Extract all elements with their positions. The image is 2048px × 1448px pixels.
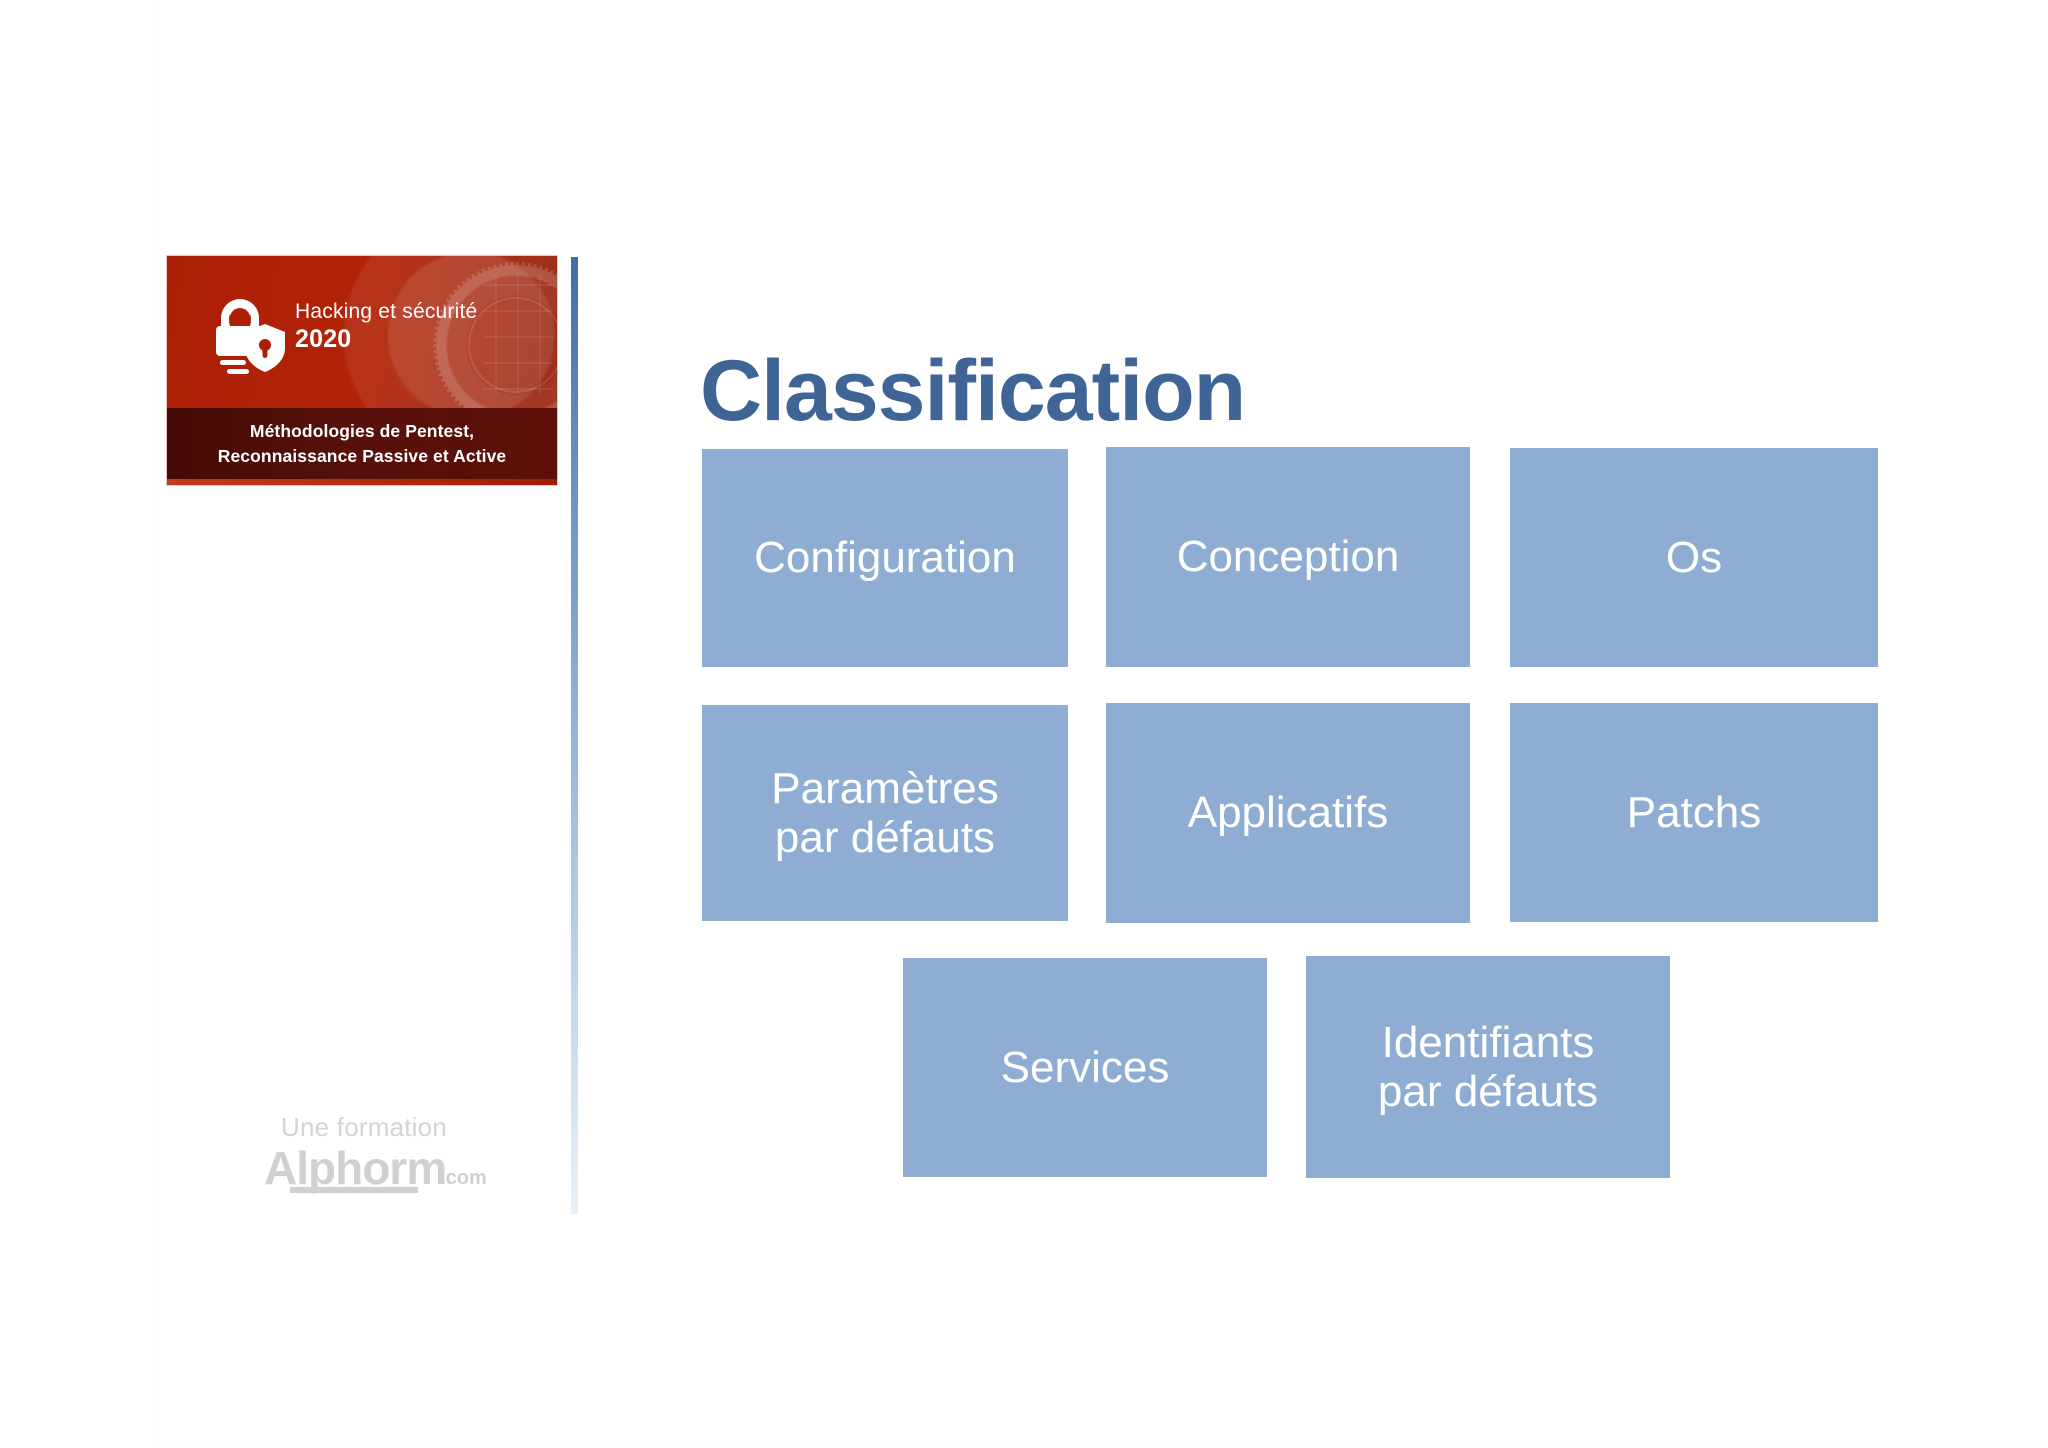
diagram-box-services[interactable]: Services [903, 958, 1267, 1177]
course-title-line-2: Reconnaissance Passive et Active [217, 445, 507, 466]
diagram-box-applicatifs[interactable]: Applicatifs [1106, 703, 1470, 923]
course-badge-brand: Hacking et sécurité 2020 [295, 300, 477, 354]
circuit-traces-decoration [483, 274, 553, 394]
alphorm-dotcom: .com [440, 1167, 487, 1189]
diagram-box-identifiants-par-defauts[interactable]: Identifiants par défauts [1306, 956, 1670, 1178]
page-edge-left [158, 0, 159, 1448]
course-badge: Hacking et sécurité 2020 Méthodologies d… [167, 256, 557, 485]
diagram-box-conception[interactable]: Conception [1106, 447, 1470, 667]
course-title-line-1: Méthodologies de Pentest, [249, 420, 475, 441]
diagram-box-configuration[interactable]: Configuration [702, 449, 1068, 667]
vertical-divider [571, 257, 578, 1214]
course-badge-title-band: Méthodologies de Pentest, Reconnaissance… [167, 408, 557, 479]
diagram-box-patchs[interactable]: Patchs [1510, 703, 1878, 922]
footer-brand-lockup: Une formation Alphorm.com [264, 1112, 487, 1194]
course-badge-year: 2020 [295, 324, 352, 353]
course-badge-brand-line: Hacking et sécurité [295, 300, 478, 323]
diagram-box-parametres-par-defauts[interactable]: Paramètres par défauts [702, 705, 1068, 921]
footer-tagline: Une formation [281, 1112, 447, 1142]
padlock-shield-icon [207, 292, 285, 376]
alphorm-logo: Alphorm.com [264, 1142, 487, 1194]
alphorm-wordmark: Alphorm [264, 1142, 447, 1194]
diagram-box-os[interactable]: Os [1510, 448, 1878, 667]
page-title: Classification [700, 342, 1246, 439]
course-badge-footer-stripe [167, 479, 557, 485]
alphorm-underline [290, 1187, 418, 1193]
